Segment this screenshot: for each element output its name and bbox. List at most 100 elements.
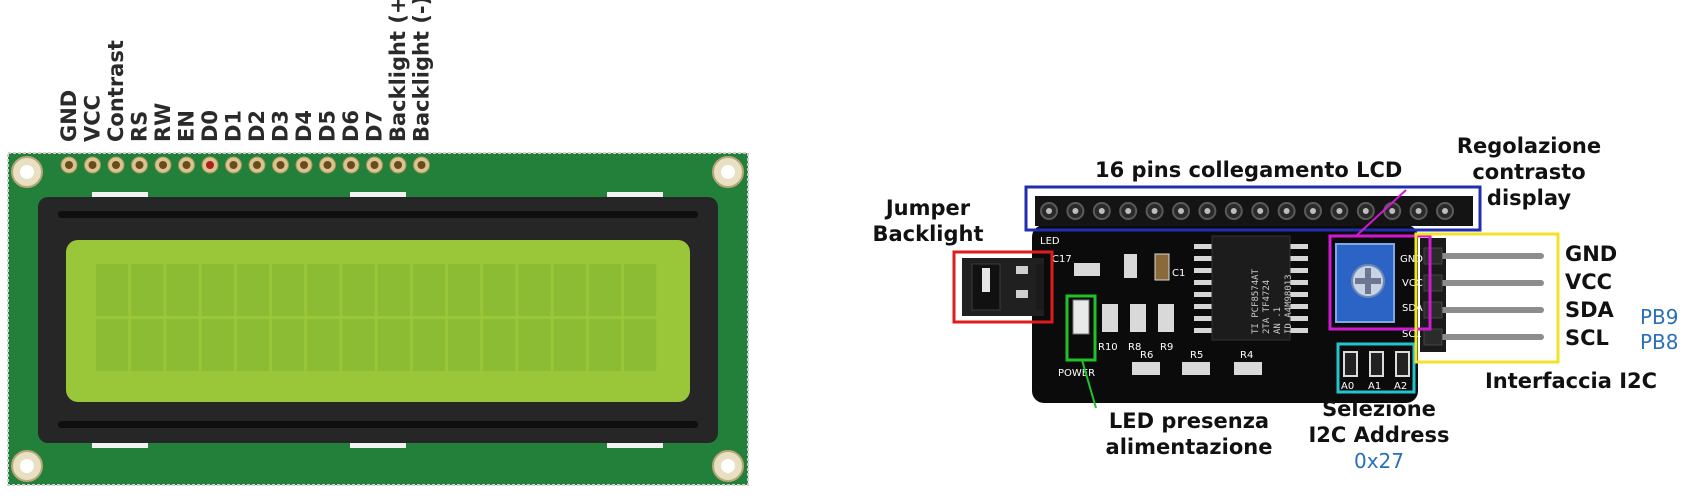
module-pin bbox=[1305, 203, 1321, 219]
silk-r4: R4 bbox=[1240, 350, 1253, 361]
lcd-pin bbox=[343, 157, 359, 173]
lcd-character-cell bbox=[554, 264, 586, 316]
contrast-callout-line2: contrasto bbox=[1472, 160, 1585, 184]
module-pin bbox=[1120, 203, 1136, 219]
lcd-pin bbox=[226, 157, 242, 173]
module-pin bbox=[1358, 203, 1374, 219]
chip-marking-3: AN .1 bbox=[1273, 307, 1283, 334]
chip-marking-1: TI PCF8574AT bbox=[1251, 268, 1261, 334]
module-pin bbox=[1199, 203, 1215, 219]
power-led bbox=[1073, 300, 1089, 334]
header-pin-scl: SCL bbox=[1565, 326, 1609, 350]
lcd-character-cell bbox=[307, 264, 339, 316]
lcd-character-cell bbox=[589, 319, 621, 371]
lcd-character-cell bbox=[166, 319, 198, 371]
lcd-pin bbox=[320, 157, 336, 173]
lcd-pin-label: EN bbox=[175, 110, 199, 142]
lcd-character-cell bbox=[413, 264, 445, 316]
capacitor-c1 bbox=[1155, 254, 1169, 280]
resistor-r6 bbox=[1132, 362, 1160, 375]
i2c-header: GND VCC SDA SCL bbox=[1400, 238, 1544, 352]
resistor-r4 bbox=[1234, 362, 1262, 375]
lcd-character-cell bbox=[378, 319, 410, 371]
lcd-character-cell bbox=[378, 264, 410, 316]
lcd-character-cell bbox=[483, 319, 515, 371]
lcd-character-cell bbox=[413, 319, 445, 371]
lcd-pin bbox=[202, 157, 218, 173]
lcd-pin-label: D1 bbox=[222, 110, 246, 142]
resistor-r10 bbox=[1102, 304, 1118, 332]
lcd-character-cell bbox=[624, 319, 656, 371]
header-pin-sda: SDA bbox=[1565, 298, 1615, 322]
silk-vcc: VCC bbox=[1402, 278, 1423, 289]
lcd-pins-callout: 16 pins collegamento LCD bbox=[1095, 158, 1402, 182]
silk-power: POWER bbox=[1058, 368, 1095, 379]
lcd-pin-label: D5 bbox=[316, 110, 340, 142]
lcd-character-cell bbox=[96, 319, 128, 371]
header-pin-vcc: VCC bbox=[1565, 270, 1612, 294]
lcd-pin-label: Backlight (-) bbox=[410, 0, 434, 142]
lcd-pin-label: D6 bbox=[339, 110, 363, 142]
address-pad-a1 bbox=[1370, 352, 1383, 376]
mount-hole-bottom-left bbox=[12, 451, 42, 481]
lcd-pin-label: D3 bbox=[269, 110, 293, 142]
lcd-pin bbox=[390, 157, 406, 173]
resistor-r2 bbox=[1124, 254, 1137, 278]
module-pin bbox=[1094, 203, 1110, 219]
i2c-header-pin bbox=[1424, 275, 1544, 291]
lcd-character-cell bbox=[342, 264, 374, 316]
backlight-jumper bbox=[962, 258, 1044, 316]
lcd-character-cell bbox=[131, 319, 163, 371]
i2c-interface-callout: Interfaccia I2C bbox=[1485, 369, 1657, 393]
lcd-pin bbox=[414, 157, 430, 173]
bezel-rail-bottom bbox=[58, 421, 698, 428]
lcd-character-cell bbox=[96, 264, 128, 316]
i2c-header-pin bbox=[1424, 248, 1544, 264]
lcd-character-cell bbox=[518, 264, 550, 316]
address-pad-a2 bbox=[1396, 352, 1409, 376]
lcd-pin bbox=[61, 157, 77, 173]
lcd-display: GNDVCCContrastRSRWEND0D1D2D3D4D5D6D7Back… bbox=[8, 0, 748, 485]
address-pad-a0 bbox=[1344, 352, 1357, 376]
lcd-pin bbox=[132, 157, 148, 173]
silk-r10: R10 bbox=[1098, 342, 1118, 353]
lcd-pin bbox=[273, 157, 289, 173]
module-pin bbox=[1067, 203, 1083, 219]
resistor-r5 bbox=[1182, 362, 1210, 375]
lcd-pin-label: D2 bbox=[245, 110, 269, 142]
lcd-pin-label: Contrast bbox=[104, 40, 128, 142]
lcd-pin-labels: GNDVCCContrastRSRWEND0D1D2D3D4D5D6D7Back… bbox=[57, 0, 434, 142]
module-pin bbox=[1041, 203, 1057, 219]
module-pin bbox=[1437, 203, 1453, 219]
silk-gnd: GND bbox=[1400, 254, 1423, 265]
jumper-callout-line1: Jumper bbox=[884, 196, 971, 220]
lcd-pin-label: GND bbox=[57, 90, 81, 142]
resistor-r8 bbox=[1130, 304, 1146, 332]
lcd-character-cell bbox=[202, 264, 234, 316]
address-value: 0x27 bbox=[1354, 449, 1404, 473]
lcd-character-cell bbox=[554, 319, 586, 371]
stm-pin-pb9: PB9 bbox=[1640, 305, 1679, 329]
lcd-character-cell bbox=[448, 264, 480, 316]
silk-r6: R6 bbox=[1140, 350, 1153, 361]
capacitor-c17 bbox=[1074, 263, 1100, 276]
contrast-callout-line1: Regolazione bbox=[1457, 134, 1601, 158]
lcd-character-cell bbox=[237, 264, 269, 316]
lcd-pin bbox=[155, 157, 171, 173]
lcd-pin bbox=[249, 157, 265, 173]
lcd-character-cell bbox=[342, 319, 374, 371]
silk-r9: R9 bbox=[1160, 342, 1173, 353]
lcd-character-cell bbox=[272, 264, 304, 316]
module-pin bbox=[1411, 203, 1427, 219]
lcd-pin bbox=[367, 157, 383, 173]
lcd-pin bbox=[108, 157, 124, 173]
lcd-pin bbox=[179, 157, 195, 173]
module-pin bbox=[1331, 203, 1347, 219]
silk-c17: C17 bbox=[1052, 254, 1072, 265]
module-pin bbox=[1173, 203, 1189, 219]
address-callout-line1: Selezione bbox=[1322, 397, 1436, 421]
mount-hole-bottom-right bbox=[713, 451, 743, 481]
lcd-pin-label: D0 bbox=[198, 110, 222, 142]
i2c-module: LED C17 C1 R10 R8 R9 R6 R5 bbox=[962, 196, 1544, 403]
lcd-pin-label: RS bbox=[128, 111, 152, 142]
